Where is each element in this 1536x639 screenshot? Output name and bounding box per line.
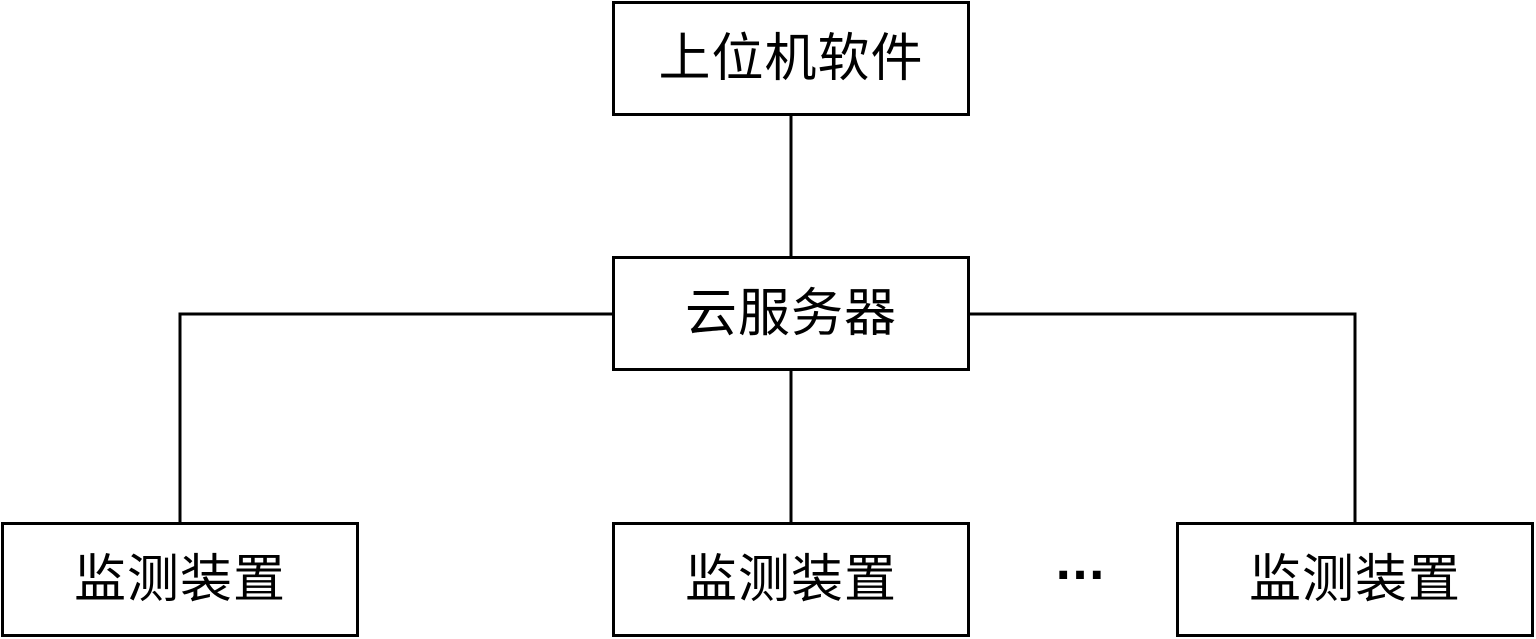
monitoring-device-label-1: 监测装置: [73, 549, 286, 610]
upper-software-box: 上位机软件: [612, 1, 970, 116]
monitoring-device-box-3: 监测装置: [1176, 522, 1534, 637]
link-cloud-to-device-1: [178, 312, 612, 522]
cloud-server-label: 云服务器: [684, 283, 897, 344]
ellipsis-more-devices: ···: [1054, 549, 1106, 601]
monitoring-device-box-2: 监测装置: [612, 522, 970, 637]
monitoring-device-label-3: 监测装置: [1248, 549, 1461, 610]
monitoring-device-box-1: 监测装置: [1, 522, 359, 637]
cloud-server-box: 云服务器: [612, 256, 970, 371]
monitoring-device-label-2: 监测装置: [684, 549, 897, 610]
upper-software-label: 上位机软件: [658, 28, 924, 89]
link-cloud-to-device-3: [970, 312, 1357, 522]
